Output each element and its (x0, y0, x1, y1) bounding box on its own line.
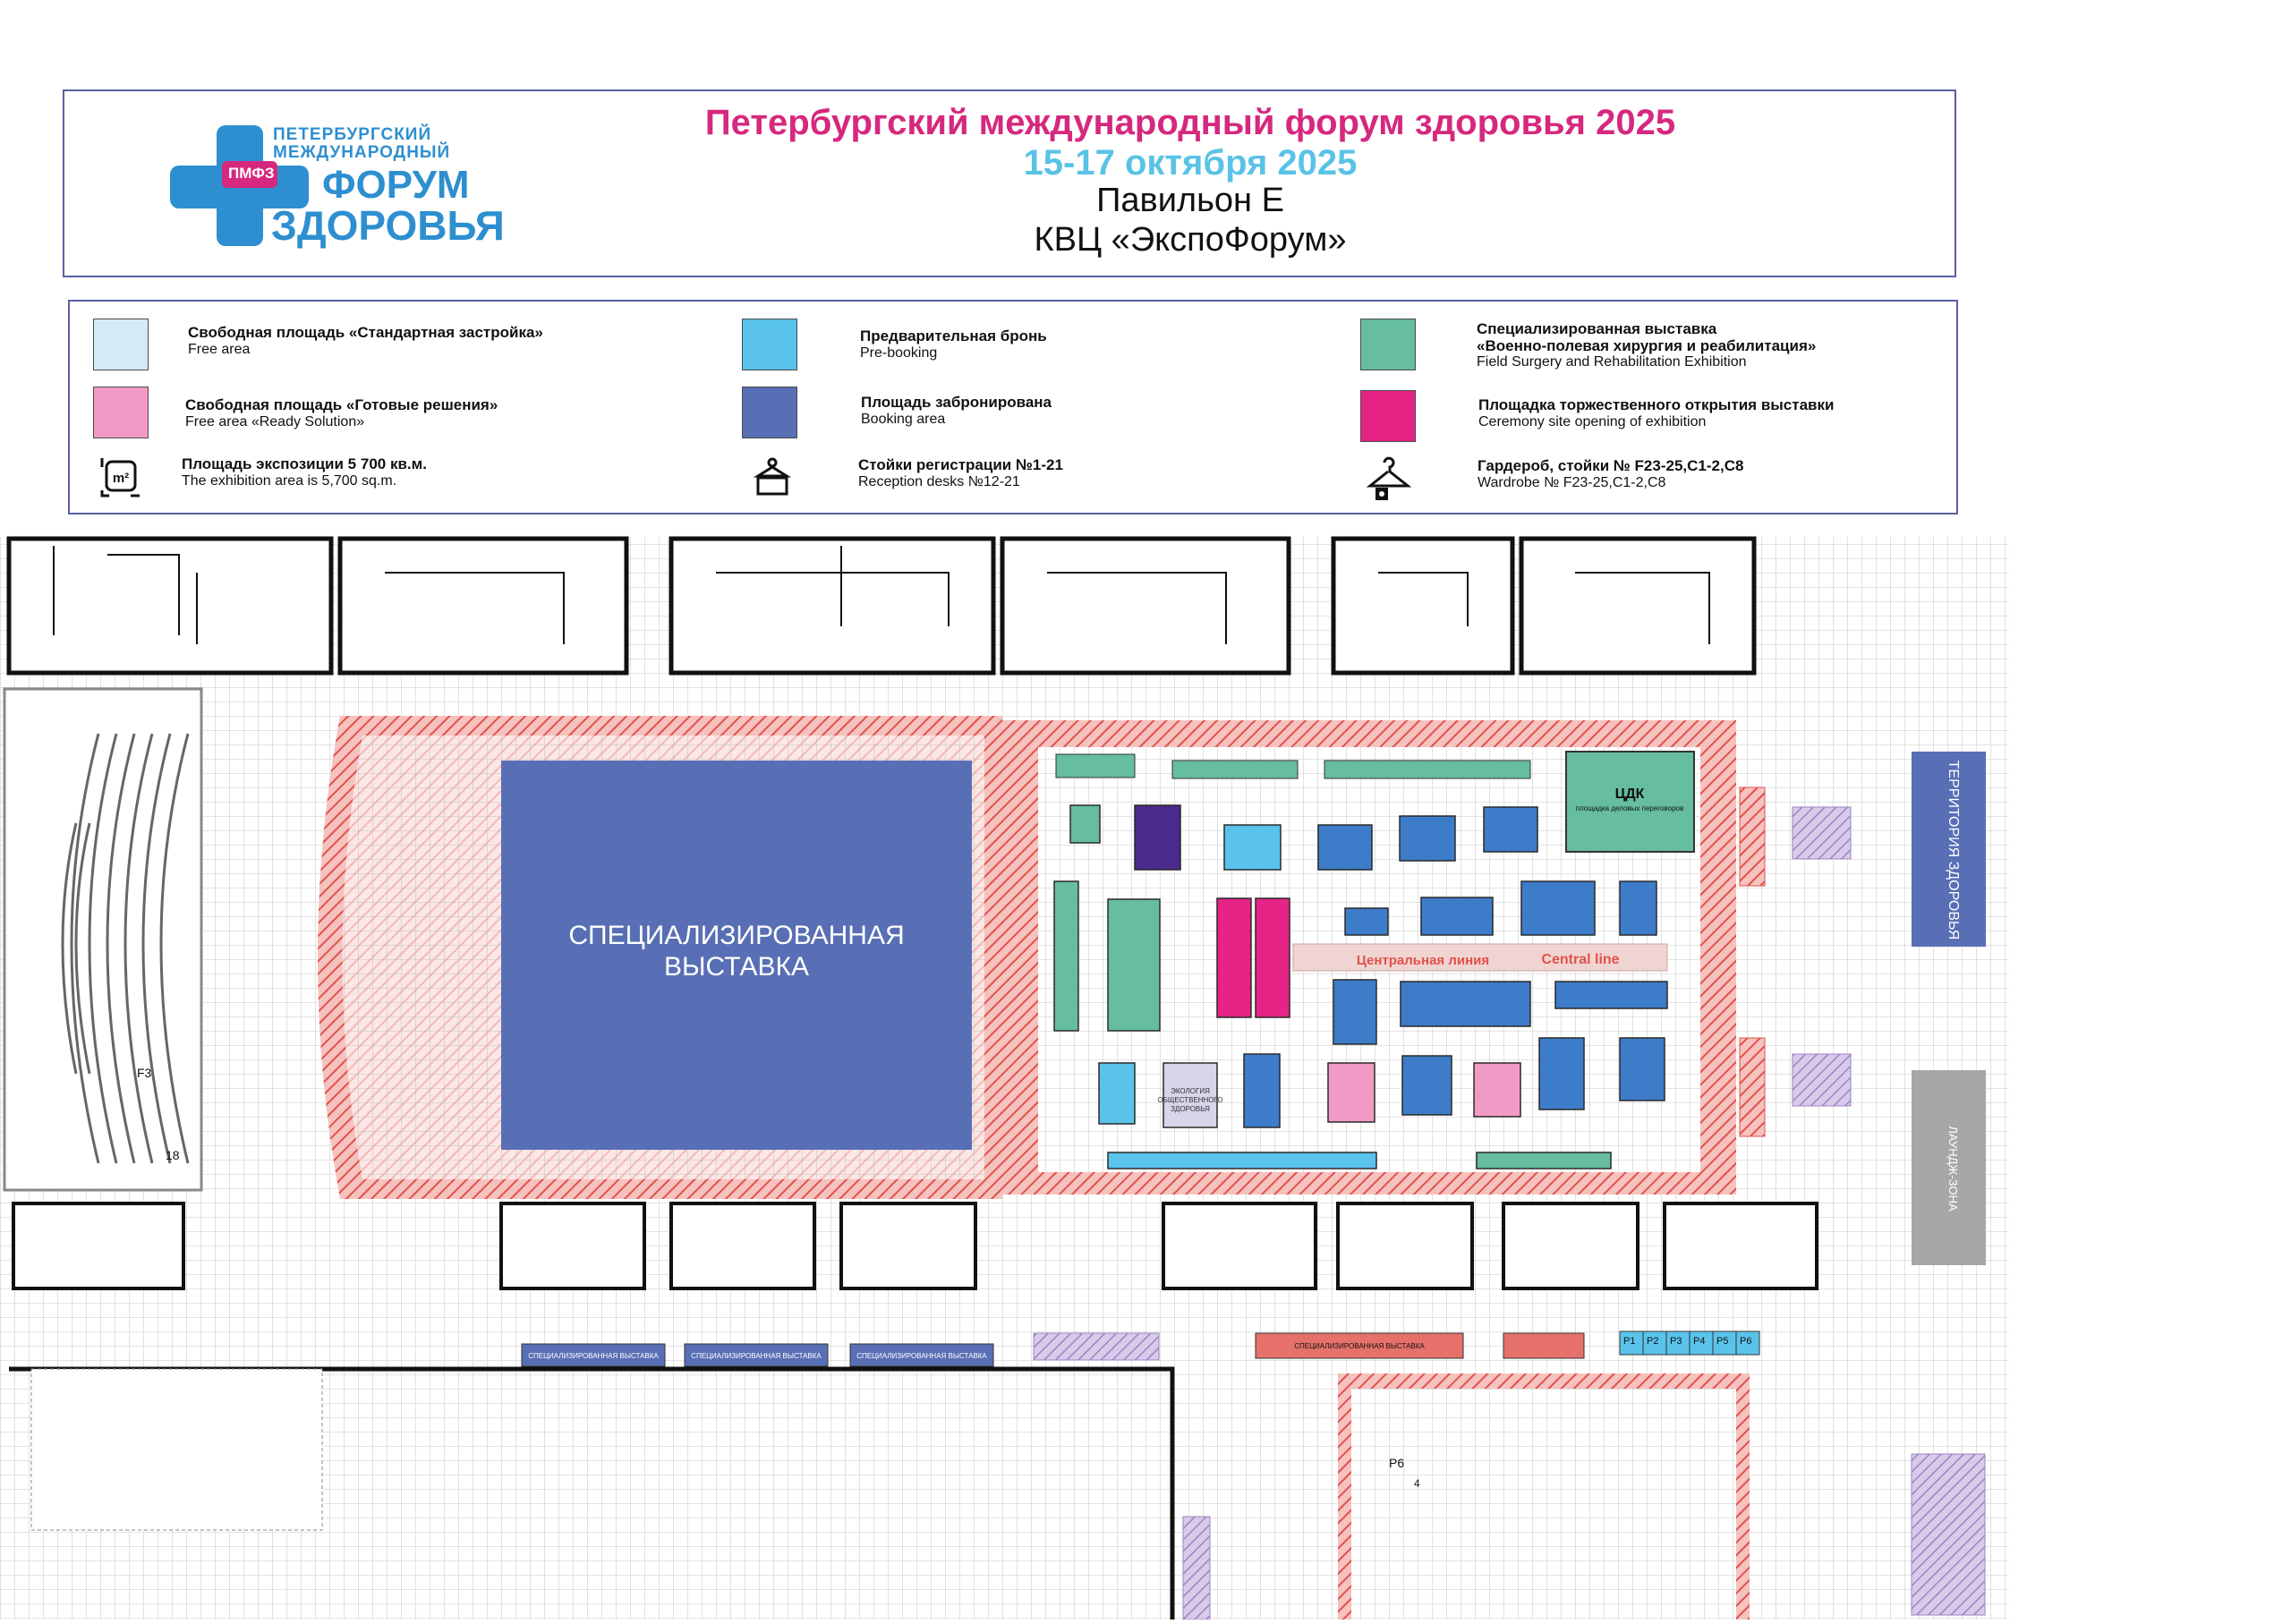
logo-line-2: МЕЖДУНАРОДНЫЙ (273, 143, 451, 162)
legend-swatch-free-area (93, 319, 149, 370)
label-18: 18 (166, 1148, 180, 1162)
parking-p2: P2 (1647, 1336, 1658, 1347)
big-hall-booked-area (501, 761, 972, 1150)
wardrobe-hanger-icon (1365, 454, 1413, 502)
forum-title: Петербургский международный форум здоров… (704, 103, 1676, 142)
legend-ready-en: Free area «Ready Solution» (185, 414, 365, 429)
logo-line-4: ЗДОРОВЬЯ (271, 202, 505, 249)
legend-booked-ru: Площадь забронирована (861, 394, 1052, 411)
ecology-label-3: ЗДОРОВЬЯ (1171, 1105, 1210, 1113)
label-p6: P6 (1389, 1456, 1404, 1470)
cdk-title: ЦДК (1615, 786, 1645, 802)
parking-p5: P5 (1716, 1336, 1728, 1347)
lower-service-rooms (12, 1202, 1818, 1290)
ecology-label-1: ЭКОЛОГИЯ (1171, 1087, 1210, 1095)
health-territory-area (1912, 752, 1986, 947)
legend-swatch-military-exhibition (1360, 319, 1416, 370)
strip-label-4: СПЕЦИАЛИЗИРОВАННАЯ ВЫСТАВКА (1294, 1342, 1425, 1350)
big-hall-label-2: ВЫСТАВКА (664, 952, 809, 982)
lounge-zone-label: ЛАУНДЖ-ЗОНА (1946, 1126, 1960, 1212)
label-4: 4 (1414, 1477, 1420, 1490)
legend-ceremony-ru: Площадка торжественного открытия выставк… (1478, 396, 1835, 413)
strip-label-2: СПЕЦИАЛИЗИРОВАННАЯ ВЫСТАВКА (691, 1352, 822, 1360)
legend-booked-en: Booking area (861, 412, 946, 427)
parking-p4: P4 (1693, 1336, 1705, 1347)
floor-plan-svg: F3 18 СПЕЦИАЛИЗИРОВАННАЯ ВЫСТАВКА ЦДК пл… (0, 8, 2291, 1620)
logo-line-3: ФОРУМ (322, 163, 470, 207)
amphitheatre-seating (61, 733, 190, 1164)
legend-area-en: The exhibition area is 5,700 sq.m. (182, 473, 397, 489)
legend-swatch-prebooking (742, 319, 797, 370)
top-row-stands (1055, 753, 1531, 779)
pavilion-name: Павильон Е (1096, 182, 1284, 219)
legend-prebook-ru: Предварительная бронь (860, 327, 1047, 344)
svg-text:m²: m² (113, 471, 129, 486)
legend-swatch-ready-solution (93, 387, 149, 438)
central-line-ru: Центральная линия (1357, 953, 1489, 968)
amphitheatre (3, 687, 203, 1192)
reception-desk-icon (750, 455, 795, 499)
legend-reception-ru: Стойки регистрации №1-21 (858, 456, 1063, 473)
logo-line-1: ПЕТЕРБУРГСКИЙ (273, 125, 432, 144)
parking-spots (1619, 1331, 1760, 1356)
logo-badge: ПМФЗ (228, 165, 275, 182)
cdk-negotiation-area (1565, 751, 1695, 853)
floor-plan: F3 18 СПЕЦИАЛИЗИРОВАННАЯ ВЫСТАВКА ЦДК пл… (0, 8, 2291, 1620)
legend-free-area-en: Free area (188, 342, 251, 357)
parking-p3: P3 (1670, 1336, 1682, 1347)
legend-ceremony-en: Ceremony site opening of exhibition (1478, 414, 1707, 429)
cdk-subtitle: площадка деловых переговоров (1576, 804, 1684, 812)
forum-logo: ПМФЗ ПЕТЕРБУРГСКИЙ МЕЖДУНАРОДНЫЙ ФОРУМ З… (166, 125, 541, 249)
expo-stands (1053, 804, 1668, 1169)
legend-ready-ru: Свободная площадь «Готовые решения» (185, 396, 498, 413)
legend-free-area-ru: Свободная площадь «Стандартная застройка… (188, 324, 543, 341)
health-territory-label: ТЕРРИТОРИЯ ЗДОРОВЬЯ (1946, 761, 1961, 940)
legend-military-ru2: «Военно-полевая хирургия и реабилитация» (1477, 337, 1817, 354)
legend-frame (68, 300, 1958, 514)
legend-wardrobe-en: Wardrobe № F23-25,C1-2,C8 (1478, 475, 1666, 490)
venue-name: КВЦ «ЭкспоФорум» (1034, 221, 1347, 259)
legend-area-ru: Площадь экспозиции 5 700 кв.м. (182, 455, 427, 472)
central-line-aisle (1292, 943, 1668, 972)
ecology-label-2: ОБЩЕСТВЕННОГО (1157, 1096, 1222, 1104)
big-hall-label-1: СПЕЦИАЛИЗИРОВАННАЯ (568, 921, 904, 950)
legend-wardrobe-ru: Гардероб, стойки № F23-25,C1-2,C8 (1478, 457, 1744, 474)
legend-swatch-booked (742, 387, 797, 438)
legend-swatch-ceremony (1360, 390, 1416, 442)
forum-logo-cross-icon (170, 125, 309, 246)
label-f3: F3 (137, 1066, 152, 1080)
area-m2-icon: m² (98, 455, 143, 499)
header-frame (63, 89, 1956, 277)
lounge-zone-area (1912, 1070, 1986, 1265)
legend-prebook-en: Pre-booking (860, 345, 938, 361)
legend-reception-en: Reception desks №12-21 (858, 474, 1020, 489)
top-service-rooms (6, 536, 1757, 676)
strip-label-3: СПЕЦИАЛИЗИРОВАННАЯ ВЫСТАВКА (856, 1352, 987, 1360)
parking-p6: P6 (1740, 1336, 1751, 1347)
strip-label-1: СПЕЦИАЛИЗИРОВАННАЯ ВЫСТАВКА (528, 1352, 659, 1360)
forum-dates: 15-17 октября 2025 (1023, 143, 1358, 183)
central-line-en: Central line (1541, 952, 1619, 967)
legend-military-ru: Специализированная выставка (1477, 320, 1717, 337)
legend-military-en: Field Surgery and Rehabilitation Exhibit… (1477, 354, 1747, 370)
bottom-strips (521, 1332, 1585, 1367)
parking-p1: P1 (1623, 1336, 1635, 1347)
